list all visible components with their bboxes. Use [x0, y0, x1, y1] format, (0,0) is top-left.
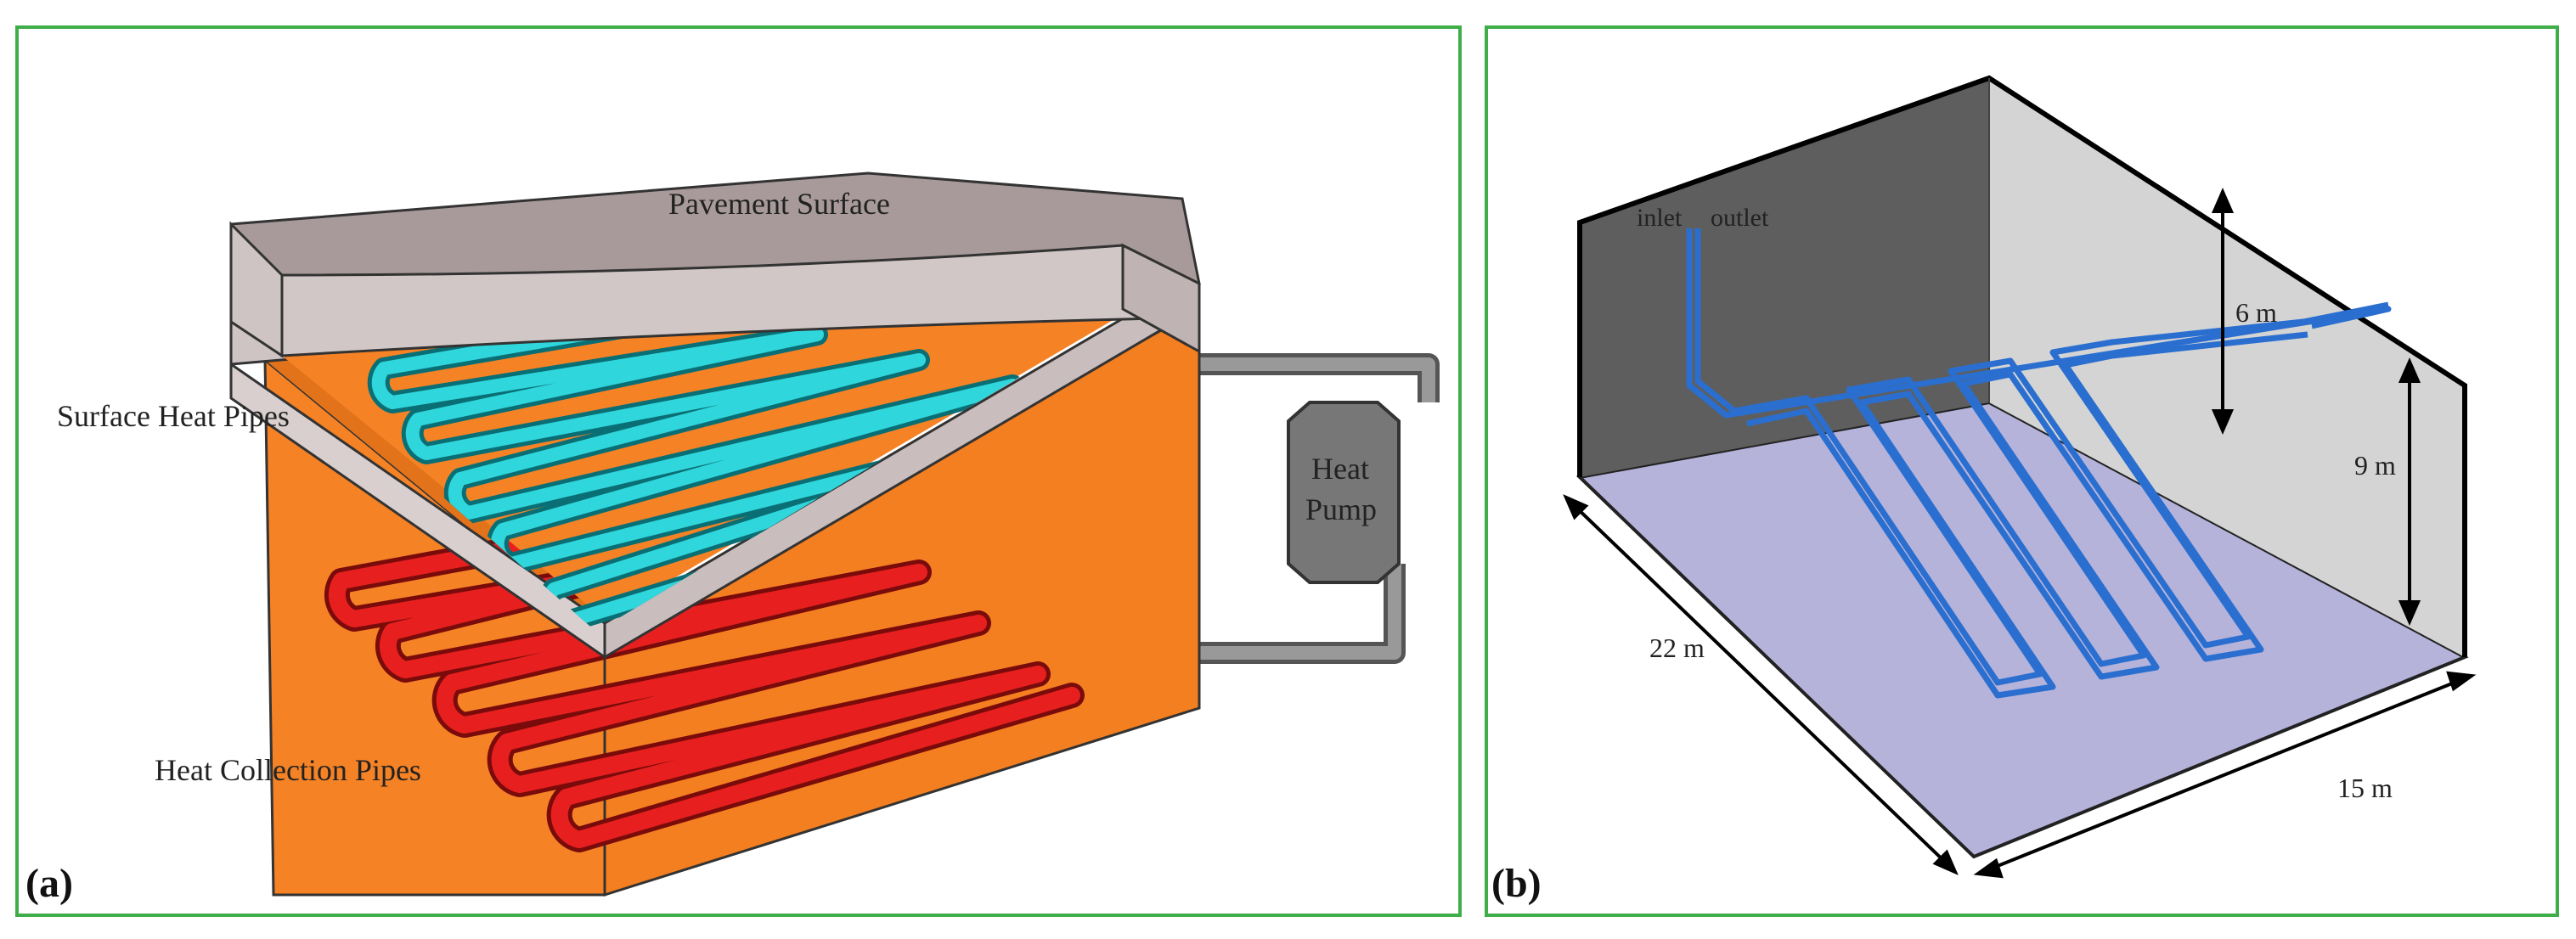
heat-collection-pipes-label: Heat Collection Pipes [155, 753, 421, 787]
panel-a-diagram: Pavement Surface Surface Heat Pipes Heat… [25, 171, 1440, 906]
panel-a: Pavement Surface Surface Heat Pipes Heat… [15, 25, 1462, 917]
inlet-label: inlet [1637, 204, 1683, 232]
dimension-9m [2398, 357, 2421, 627]
heat-pump-label-line2: Pump [1305, 492, 1377, 526]
panel-b-label: (b) [1491, 861, 1542, 906]
dimension-22m [1563, 494, 1959, 875]
dim-depth-label: 9 m [2354, 450, 2396, 481]
dim-length-label: 22 m [1649, 633, 1705, 663]
surface-heat-pipes-label: Surface Heat Pipes [57, 399, 290, 433]
dimension-6m [2211, 187, 2235, 436]
dim-height-label: 6 m [2235, 297, 2277, 328]
surface-heat-pipes [367, 306, 1134, 632]
side-wall [1989, 78, 2465, 657]
dim-width-label: 15 m [2337, 773, 2393, 803]
panel-b-diagram: inlet outlet 6 m 9 m 22 m 15 m [1491, 75, 2477, 906]
outlet-label: outlet [1711, 204, 1769, 232]
panel-b: inlet outlet 6 m 9 m 22 m 15 m [1485, 25, 2559, 917]
pavement-surface-label: Pavement Surface [668, 187, 890, 221]
pipe-loop [1686, 228, 2392, 699]
dimension-15m [1973, 671, 2477, 879]
back-wall [1580, 78, 1989, 477]
heat-pump-box [1287, 401, 1401, 584]
heat-pump-label-line1: Heat [1311, 452, 1369, 486]
panel-a-label: (a) [25, 861, 73, 906]
heat-collection-pipes [324, 526, 1085, 852]
